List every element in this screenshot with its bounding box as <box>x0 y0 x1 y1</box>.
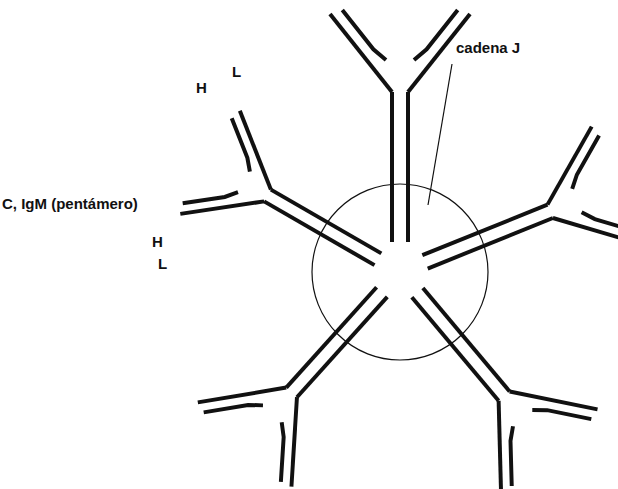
monomer <box>177 109 407 311</box>
monomer <box>369 252 600 489</box>
chain-label: L <box>158 256 167 273</box>
igm-monomers <box>177 10 618 489</box>
monomer <box>195 250 428 489</box>
figure-caption: C, IgM (pentámero) <box>2 196 138 213</box>
monomer <box>330 10 470 242</box>
chain-label: H <box>152 234 163 251</box>
chain-label: H <box>196 80 207 97</box>
chain-label: cadena J <box>456 40 520 57</box>
monomer <box>401 125 618 320</box>
leader-line <box>428 64 452 205</box>
chain-label: L <box>232 64 241 81</box>
